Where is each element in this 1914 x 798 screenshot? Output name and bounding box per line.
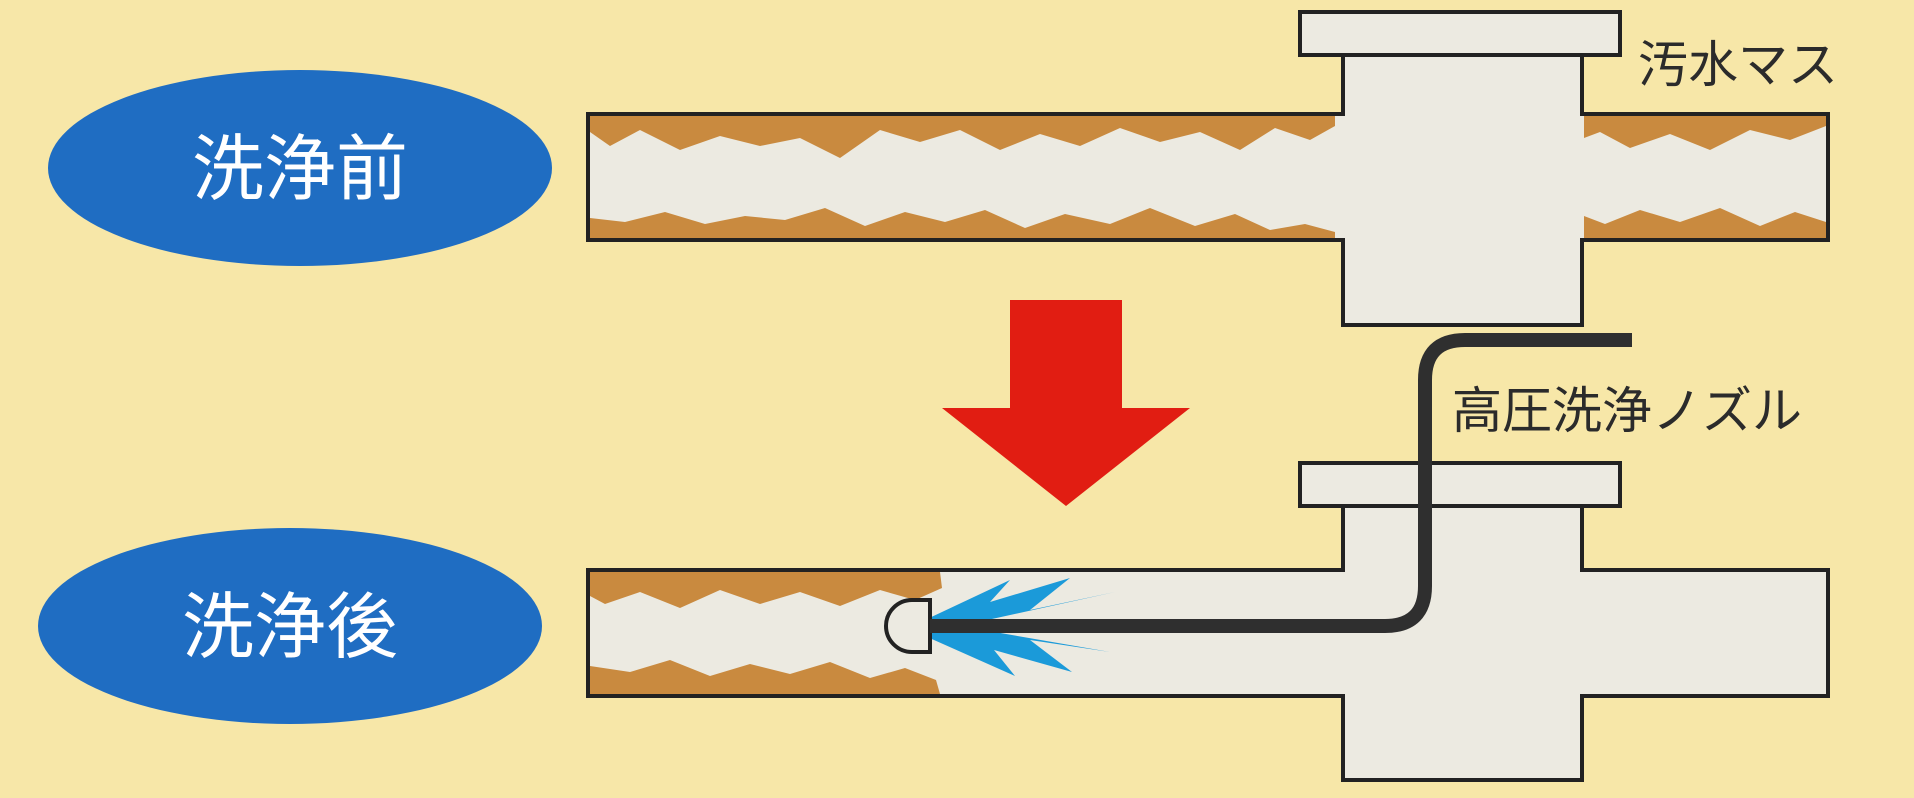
- after-badge: 洗浄後: [38, 528, 542, 724]
- after-pipe-body: [586, 503, 1830, 782]
- before-sludge-bottom-right: [1584, 208, 1826, 238]
- before-pipe-assembly: [586, 10, 1830, 327]
- nozzle-head: [884, 598, 932, 654]
- before-label: 洗浄前: [192, 127, 408, 211]
- after-sludge-bottom: [590, 660, 940, 694]
- before-sludge-bottom-left: [590, 208, 1335, 238]
- nozzle-hose: [930, 333, 1632, 633]
- before-sludge-top-left: [590, 116, 1335, 158]
- down-arrow: [942, 300, 1190, 506]
- before-pipe-body: [586, 53, 1830, 327]
- nozzle-label: 高圧洗浄ノズル: [1452, 382, 1802, 440]
- before-badge-ellipse: [48, 70, 552, 266]
- before-sludge-top-right: [1584, 116, 1826, 150]
- after-sludge-top: [590, 572, 942, 608]
- after-pipe-assembly: [586, 461, 1830, 782]
- after-basin-lid: [1298, 461, 1622, 508]
- before-basin-lid: [1298, 10, 1622, 57]
- after-label: 洗浄後: [182, 585, 398, 669]
- water-jet: [925, 578, 1115, 676]
- sewage-basin-label: 汚水マス: [1638, 36, 1838, 94]
- after-badge-ellipse: [38, 528, 542, 724]
- before-badge: 洗浄前: [48, 70, 552, 266]
